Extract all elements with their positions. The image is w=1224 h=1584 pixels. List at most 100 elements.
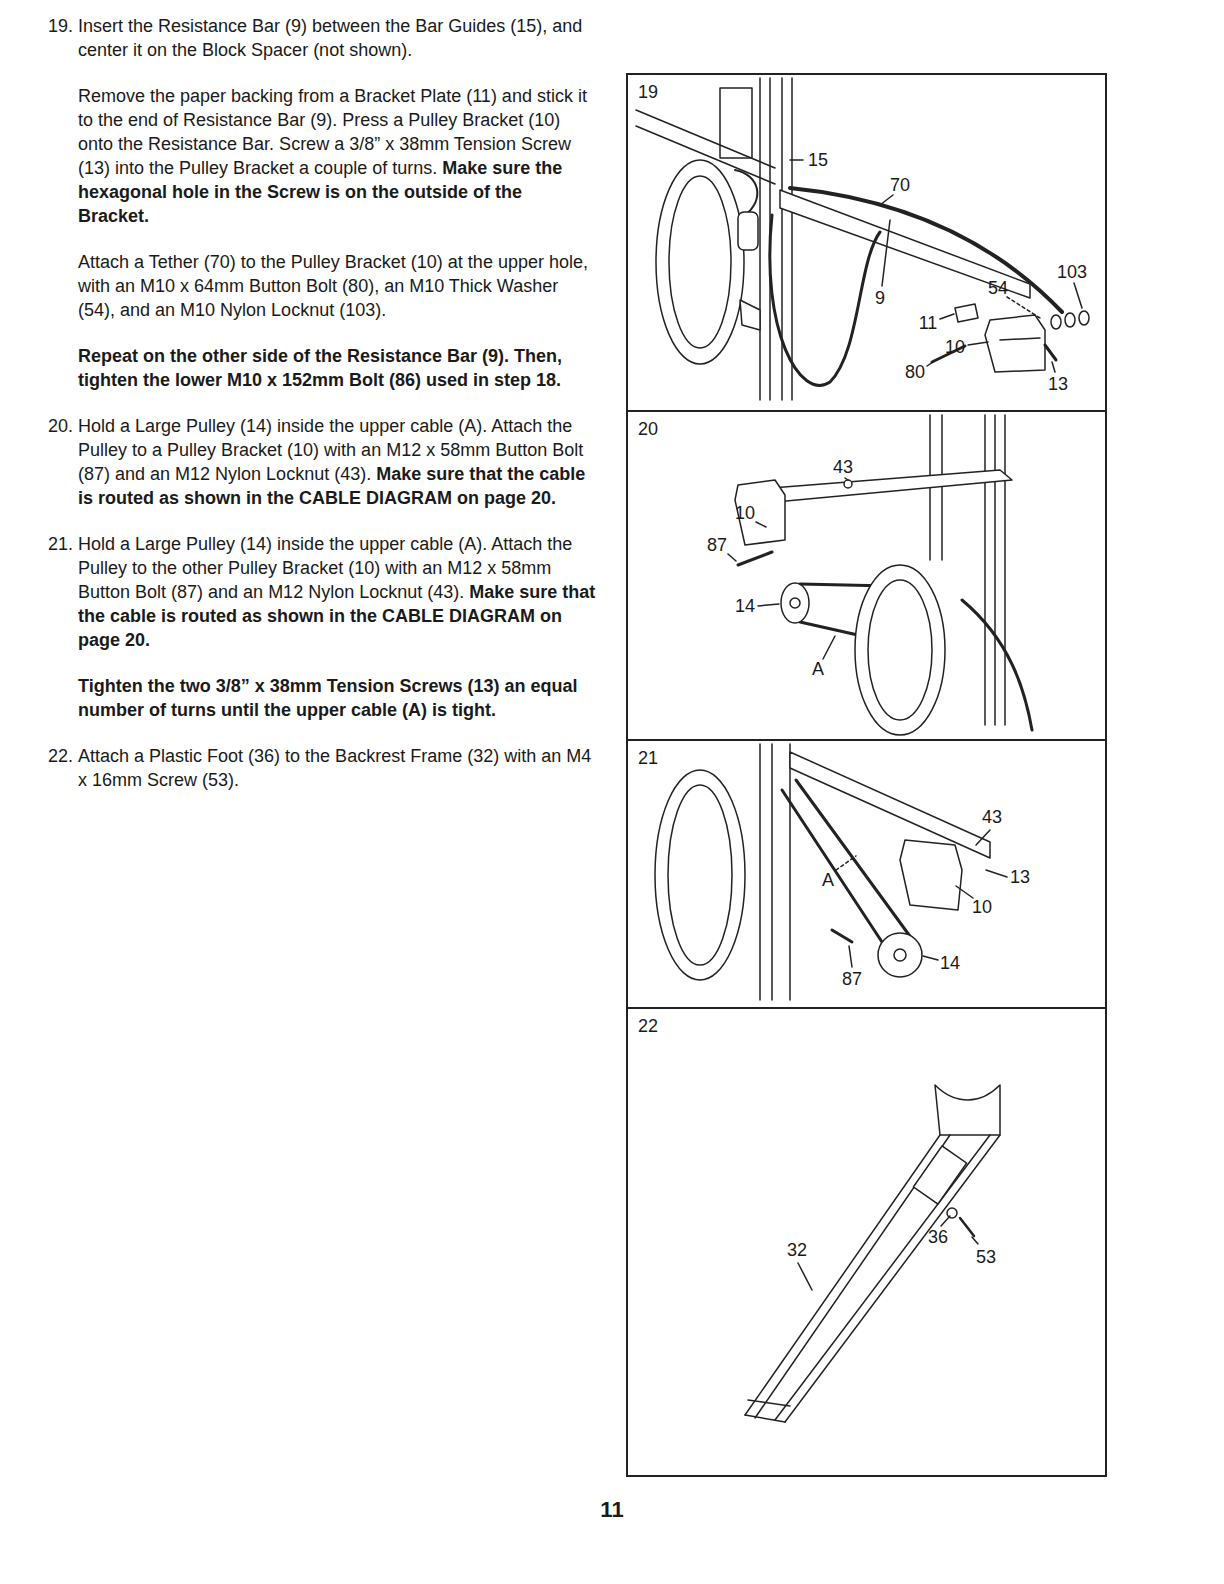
instruction-paragraph: Hold a Large Pulley (14) inside the uppe… (78, 532, 598, 652)
line-art (940, 314, 954, 319)
line-art (986, 870, 1007, 877)
line-art (941, 415, 943, 560)
callout-number: 54 (987, 278, 1009, 298)
line-art (745, 1135, 940, 1415)
callout-number: 43 (981, 807, 1003, 827)
line-art (855, 565, 945, 735)
line-art (735, 170, 757, 215)
line-art (956, 886, 973, 898)
line-art (759, 744, 761, 1000)
line-art (790, 159, 803, 161)
line-art (836, 856, 856, 870)
callout-number: 10 (734, 503, 756, 523)
instruction-paragraph: Remove the paper backing from a Bracket … (78, 84, 598, 228)
line-art (984, 415, 986, 725)
callout-number: A (811, 659, 825, 679)
assembly-step: 19.Insert the Resistance Bar (9) between… (48, 14, 608, 392)
instruction-paragraph: Insert the Resistance Bar (9) between th… (78, 14, 598, 62)
line-art (1065, 313, 1075, 327)
panel-step-number: 20 (638, 418, 658, 440)
line-art (782, 790, 882, 942)
line-art (985, 315, 1045, 372)
callout-number: 10 (971, 897, 993, 917)
line-art (882, 220, 890, 286)
instruction-text: Attach a Plastic Foot (36) to the Backre… (78, 746, 591, 790)
line-art (745, 1415, 785, 1422)
callout-number: 53 (975, 1247, 997, 1267)
step-number: 22. (48, 744, 73, 768)
line-art (845, 478, 848, 480)
callout-number: 15 (807, 150, 829, 170)
line-art (900, 840, 962, 910)
line-art (798, 1263, 812, 1290)
line-art (770, 215, 880, 385)
line-art (738, 212, 758, 250)
callout-number: 32 (786, 1240, 808, 1260)
line-art (728, 554, 736, 561)
line-art (669, 176, 731, 348)
callout-number: 87 (841, 969, 863, 989)
line-art (756, 522, 766, 527)
assembly-step: 22.Attach a Plastic Foot (36) to the Bac… (48, 744, 608, 792)
line-art (668, 785, 732, 965)
step-panel: 20 (626, 410, 1107, 741)
callout-number: 36 (927, 1227, 949, 1247)
line-art (738, 552, 772, 565)
line-art (655, 770, 745, 980)
line-art (968, 342, 988, 345)
instruction-column: 19.Insert the Resistance Bar (9) between… (48, 14, 608, 814)
callout-number: 10 (944, 337, 966, 357)
assembly-step: 21.Hold a Large Pulley (14) inside the u… (48, 532, 608, 722)
step-number: 19. (48, 14, 73, 38)
line-art (1074, 283, 1082, 308)
line-art (878, 933, 922, 977)
step-21-art (655, 744, 1007, 1000)
instruction-text: Insert the Resistance Bar (9) between th… (78, 16, 582, 60)
line-art (785, 1135, 1000, 1422)
instruction-paragraph: Tighten the two 3/8” x 38mm Tension Scre… (78, 674, 598, 722)
assembly-step: 20.Hold a Large Pulley (14) inside the u… (48, 414, 608, 510)
line-art (636, 110, 775, 168)
callout-number: 103 (1056, 262, 1088, 282)
line-art (823, 636, 835, 659)
line-art (972, 1237, 978, 1244)
line-art (913, 1146, 966, 1204)
line-art (790, 598, 800, 608)
step-22-art (745, 1085, 1000, 1422)
panel-step-number: 19 (638, 81, 658, 103)
callout-number: 13 (1047, 374, 1069, 394)
line-art (1051, 315, 1061, 329)
line-art (781, 583, 809, 623)
warning-text: Repeat on the other side of the Resistan… (78, 346, 562, 390)
panel-step-number: 22 (638, 1015, 658, 1037)
line-art (758, 604, 779, 606)
line-art (935, 1085, 1000, 1135)
line-art (894, 949, 906, 961)
instruction-paragraph: Repeat on the other side of the Resistan… (78, 344, 598, 392)
line-art (927, 362, 933, 366)
line-art (759, 78, 761, 400)
line-art (1004, 415, 1006, 725)
callout-number: 11 (918, 313, 939, 333)
line-art (868, 580, 932, 720)
line-art (880, 195, 893, 205)
step-number: 20. (48, 414, 73, 438)
callout-number: 9 (874, 288, 886, 308)
callout-number: 87 (706, 535, 728, 555)
warning-text: Tighten the two 3/8” x 38mm Tension Scre… (78, 676, 577, 720)
callout-number: 14 (734, 596, 756, 616)
line-art (748, 1400, 790, 1406)
line-art (780, 190, 1030, 298)
line-art (1079, 311, 1089, 325)
page-number: 11 (599, 1500, 624, 1520)
line-art (775, 1135, 990, 1420)
line-art (789, 744, 791, 1000)
callout-number: 14 (939, 953, 961, 973)
line-art (1045, 345, 1056, 360)
line-art (791, 78, 793, 400)
callout-number: 43 (832, 457, 854, 477)
step-19-art (636, 78, 1089, 400)
line-art (976, 830, 990, 845)
